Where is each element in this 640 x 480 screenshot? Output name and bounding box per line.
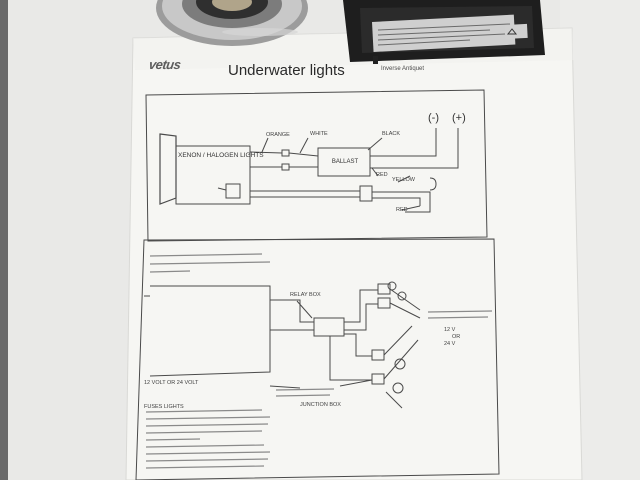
upper-wiring-diagram bbox=[145, 89, 488, 242]
voltage-option-a: 12 V bbox=[444, 327, 456, 333]
junction-box-label: JUNCTION BOX bbox=[300, 402, 341, 408]
voltage-option-b: 24 V bbox=[444, 341, 456, 347]
wire-label-black: BLACK bbox=[382, 131, 401, 137]
sheet-title: Underwater lights bbox=[228, 62, 345, 79]
wire-label-red: RED bbox=[376, 172, 388, 178]
ballast-label: BALLAST bbox=[331, 159, 359, 165]
voltage-option-or: OR bbox=[452, 334, 461, 340]
wire-label-red-lower: RED bbox=[396, 207, 408, 213]
wire-label-yellow: YELLOW bbox=[392, 177, 415, 183]
wire-label-white: WHITE bbox=[310, 131, 328, 137]
lower-wiring-diagram bbox=[135, 238, 500, 480]
light-box-label: XENON / HALOGEN LIGHTS bbox=[178, 152, 264, 159]
wire-label-orange: ORANGE bbox=[266, 132, 290, 138]
supply-label: 12 VOLT OR 24 VOLT bbox=[144, 380, 199, 386]
polarity-positive: (+) bbox=[452, 112, 466, 124]
relay-box-label: RELAY BOX bbox=[290, 292, 321, 298]
brand-logo: vetus bbox=[147, 57, 182, 72]
fuses-label: FUSES LIGHTS bbox=[144, 404, 184, 410]
ballast-box-photo bbox=[343, 0, 545, 64]
light-fixture-photo bbox=[156, 0, 308, 46]
ballast-caption: Inverse Antiquet bbox=[381, 66, 425, 72]
polarity-negative: (-) bbox=[428, 112, 439, 124]
